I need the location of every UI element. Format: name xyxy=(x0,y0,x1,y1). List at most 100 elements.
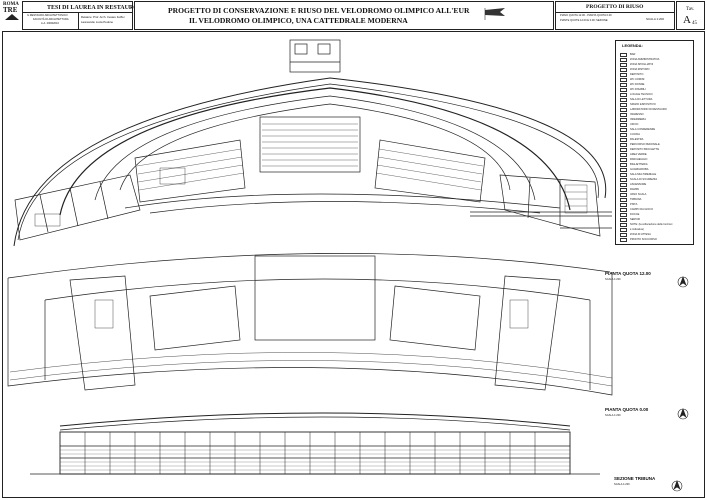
left-wing-rooms xyxy=(14,174,141,241)
table-code: A xyxy=(683,14,691,26)
legend-item: SPAZIO ESPOSITIVO xyxy=(620,103,704,109)
project-title-box: PROGETTO DI CONSERVAZIONE E RIUSO DEL VE… xyxy=(134,1,554,30)
legend-label: DOCCE xyxy=(630,212,640,216)
legend-item: PALESTRA xyxy=(620,138,704,144)
legend-label: BIGLIETTERIA xyxy=(630,162,648,166)
legend-item: BIGLIETTERIA xyxy=(620,163,704,169)
legend-swatch xyxy=(620,158,627,162)
legend-swatch xyxy=(620,88,627,92)
legend-swatch xyxy=(620,163,627,167)
legend-label: ASCENSORE xyxy=(630,182,647,186)
legend-item: TRIBUNA xyxy=(620,198,704,204)
section-sub: PIANTE QUOTE 12.00 E 0.00; SEZIONE xyxy=(560,19,608,22)
legend-swatch xyxy=(620,63,627,67)
logo-triangle-icon xyxy=(5,14,19,20)
section-box: PROGETTO DI RIUSO PIANO QUOTA 12.00 - PI… xyxy=(555,1,675,30)
legend-label: DEPOSITO BICICLETTE xyxy=(630,147,660,151)
legend-swatch xyxy=(620,203,627,207)
legend-swatch xyxy=(620,173,627,177)
right-wing-rooms xyxy=(499,174,601,237)
legend-swatch xyxy=(620,118,627,122)
legend-item: SALA DI LETTURA xyxy=(620,98,704,104)
legend-item: SCALA DI SICUREZZA xyxy=(620,178,704,184)
legend-item: CUCINA xyxy=(620,133,704,139)
center-seating xyxy=(259,116,361,173)
legend-item: PARCHEGGIO xyxy=(620,158,704,164)
legend-label: TRIBUNA xyxy=(630,197,642,201)
project-title-2: IL VELODROMO OLIMPICO, UNA CATTEDRALE MO… xyxy=(189,16,408,25)
legend-label: ZONA SPOGLIATOI xyxy=(630,62,654,66)
plan-scale-upper: SCALA 1:200 xyxy=(605,278,621,281)
legend-label: LABORATORIO DI RESTAURO xyxy=(630,107,667,111)
legend-label: AREA VERDE xyxy=(630,152,647,156)
legend-label: WC UOMINI xyxy=(630,77,645,81)
university-logo: ROMA TRE xyxy=(2,1,22,21)
legend-label: DEPOSITO xyxy=(630,72,644,76)
legend-label: PALESTRA xyxy=(630,137,644,141)
legend-swatch xyxy=(620,193,627,197)
legend-swatch xyxy=(620,108,627,112)
legend-item: ZONA RISTORO xyxy=(620,68,704,74)
legend-item: SALA MULTIMEDIALE xyxy=(620,173,704,179)
legend-label: CUCINA xyxy=(630,132,640,136)
legend-swatch xyxy=(620,103,627,107)
legend-label: ZONA AMMINISTRATIVA xyxy=(630,57,660,61)
legend-label: INGRESSO xyxy=(630,112,644,116)
legend-item: INGRESSO xyxy=(620,113,704,119)
legend-swatch xyxy=(620,153,627,157)
institution-line: A.A. 2009/2010 xyxy=(41,22,59,25)
legend-item: PISTA xyxy=(620,203,704,209)
legend-label: SALA MULTIMEDIALE xyxy=(630,172,657,176)
left-seating xyxy=(134,139,246,203)
legend-swatch xyxy=(620,148,627,152)
legend-swatch xyxy=(620,198,627,202)
legend-item: WC UOMINI xyxy=(620,78,704,84)
legend-label: INFERMERIA xyxy=(630,117,646,121)
legend-item: WC DONNE xyxy=(620,83,704,89)
legend-item: LABORATORIO DI RESTAURO xyxy=(620,108,704,114)
legend-swatch xyxy=(620,223,627,227)
legend-item: GUARDAROBA xyxy=(620,168,704,174)
legend-label: PERCORSO PEDONALE xyxy=(630,142,660,146)
legend-item: PRONTO SOCCORSO xyxy=(620,238,704,244)
table-label: Tav. xyxy=(686,7,695,12)
legend-swatch xyxy=(620,58,627,62)
legend-label: è indicativa) xyxy=(630,227,644,231)
legend-item: BAR xyxy=(620,53,704,59)
legend-swatch xyxy=(620,218,627,222)
legend-item: ZONA DI ATTESA xyxy=(620,233,704,239)
legend-item: CAMPO DA GIOCO xyxy=(620,208,704,214)
legend-item: LOCALE TECNICO xyxy=(620,93,704,99)
legend-label: RAMPA xyxy=(630,187,640,191)
legend-label: GUARDAROBA xyxy=(630,167,649,171)
legend-item: AREA VERDE xyxy=(620,153,704,159)
legend-label: WC DISABILI xyxy=(630,87,646,91)
logo-line1: ROMA xyxy=(3,2,19,7)
legend-label: SALA CONFERENZE xyxy=(630,127,656,131)
legend-swatch xyxy=(620,133,627,137)
legend-label: ZONA RISTORO xyxy=(630,67,650,71)
section-drawing xyxy=(30,412,600,475)
legend-item: INFERMERIA xyxy=(620,118,704,124)
legend-item: DOCCE xyxy=(620,213,704,219)
thesis-title: TESI DI LAUREA IN RESTAURO xyxy=(47,5,138,11)
legend-swatch xyxy=(620,98,627,102)
lower-block-left xyxy=(149,285,241,351)
drawing-frame xyxy=(2,31,705,498)
legend-swatch xyxy=(620,188,627,192)
right-tower xyxy=(494,275,561,391)
plan-label-upper: PIANTA QUOTA 12.00 xyxy=(605,271,651,276)
legend-swatch xyxy=(620,78,627,82)
legend-label: PRONTO SOCCORSO xyxy=(630,237,657,241)
section-label: SEZIONE TRIBUNA xyxy=(614,476,656,481)
section-sub: PIANO QUOTA 12.00 - PIANTA QUOTA 0.00 xyxy=(560,14,612,17)
legend-label: PISTA xyxy=(630,202,638,206)
legend-item: DEPOSITO BICICLETTE xyxy=(620,148,704,154)
legend-swatch xyxy=(620,233,627,237)
legend-item: RAMPA xyxy=(620,188,704,194)
institution-line: FACOLTÀ DI ARCHITETTURA xyxy=(33,18,69,21)
legend-label: BAR xyxy=(630,52,636,56)
right-seating xyxy=(374,139,486,203)
